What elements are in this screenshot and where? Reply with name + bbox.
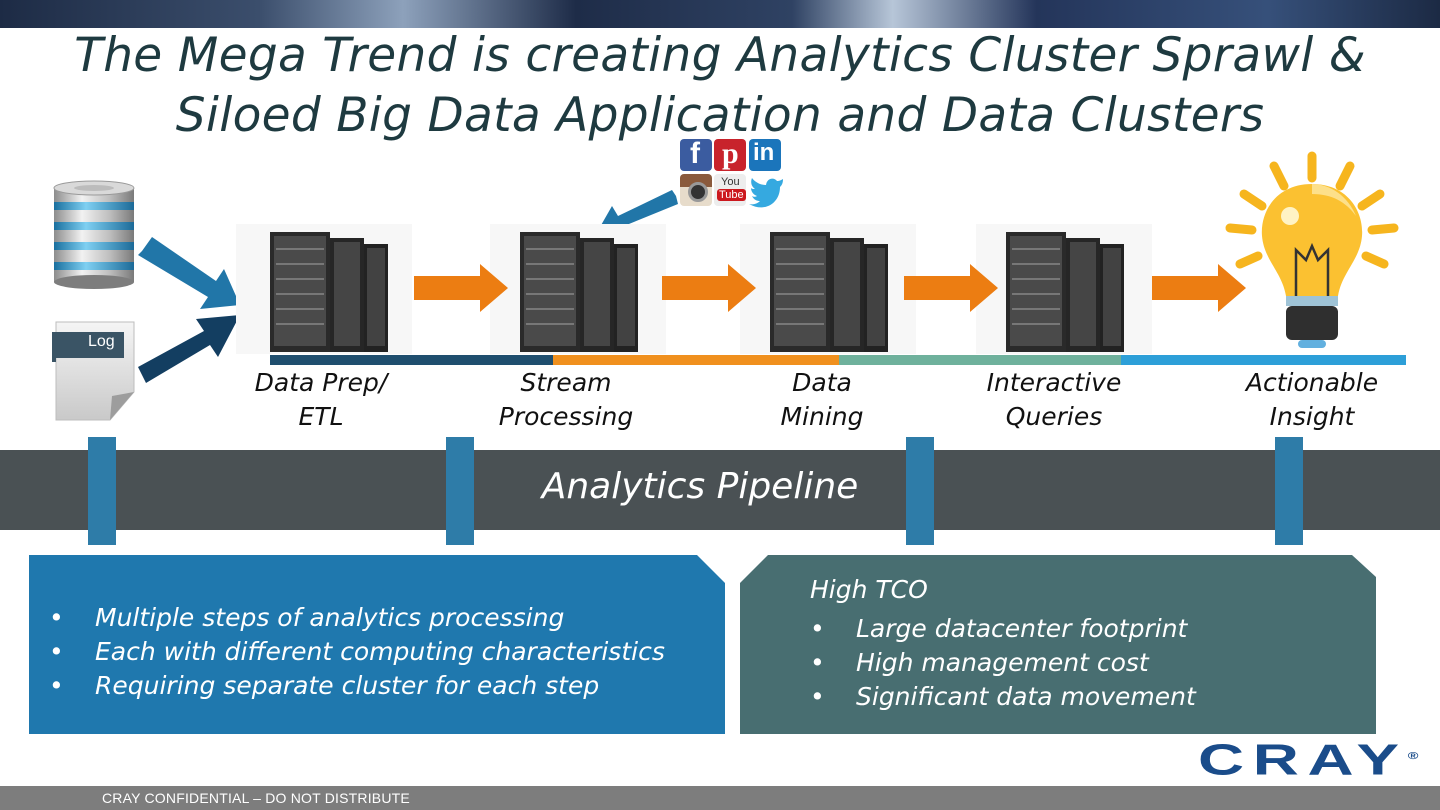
high-tco-item: • High management cost [810, 646, 1196, 680]
database-icon [53, 180, 135, 289]
footer-bar: CRAY CONFIDENTIAL – DO NOT DISTRIBUTE [0, 786, 1440, 810]
stream-to-mining-arrow [662, 264, 756, 312]
facebook-icon: f [680, 137, 712, 171]
pipeline-post-4 [1275, 437, 1303, 545]
stage-label-etl-line1: Data Prep/ [254, 368, 388, 397]
linkedin-icon: in [749, 139, 781, 171]
high-tco-text: Significant data movement [856, 682, 1196, 711]
bullet-dot: • [49, 671, 64, 700]
stage-label-insight-line2: Insight [1269, 402, 1355, 431]
title-line-1: The Mega Trend is creating Analytics Clu… [74, 28, 1366, 83]
stage-color-bar [270, 355, 1406, 365]
database-to-etl-arrow [138, 237, 240, 309]
stage-label-mining-line1: Data [792, 368, 852, 397]
analytics-steps-text: Requiring separate cluster for each step [95, 671, 600, 700]
confidential-notice: CRAY CONFIDENTIAL – DO NOT DISTRIBUTE [102, 790, 410, 806]
bullet-dot: • [810, 648, 825, 677]
analytics-pipeline-label: Analytics Pipeline [541, 466, 859, 507]
stage-label-mining-line2: Mining [780, 402, 864, 431]
etl-server-rack-icon [236, 224, 412, 354]
bullet-dot: • [810, 614, 825, 643]
header-banner [0, 0, 1440, 28]
high-tco-list: • Large datacenter footprint • High manage… [810, 612, 1196, 714]
analytics-steps-item: • Each with different computing character… [49, 635, 665, 669]
analytics-steps-text: Each with different computing characteri… [95, 637, 665, 666]
stage-label-insight-line1: Actionable [1245, 368, 1379, 397]
analytics-steps-item: • Requiring separate cluster for each ste… [49, 669, 665, 703]
stage-bar-etl [270, 355, 553, 365]
stage-label-stream: Stream Processing [476, 366, 656, 434]
stage-label-stream-line2: Processing [498, 402, 634, 431]
queries-to-insight-arrow [1152, 264, 1246, 312]
mining-server-rack-icon [740, 224, 916, 354]
youtube-text-bottom: Tube [717, 189, 746, 201]
analytics-steps-item: • Multiple steps of analytics processing [49, 601, 665, 635]
stage-label-etl-line2: ETL [298, 402, 344, 431]
high-tco-text: High management cost [856, 648, 1149, 677]
pinterest-icon: p [714, 137, 746, 171]
analytics-steps-text: Multiple steps of analytics processing [95, 603, 565, 632]
stage-label-etl: Data Prep/ ETL [236, 366, 406, 434]
stage-label-insight: Actionable Insight [1226, 366, 1398, 434]
twitter-icon [749, 178, 783, 208]
pipeline-post-1 [88, 437, 116, 545]
source-arrows [138, 237, 240, 383]
stage-label-queries: Interactive Queries [964, 366, 1144, 434]
youtube-text-top: You [721, 176, 740, 188]
high-tco-item: • Significant data movement [810, 680, 1196, 714]
queries-server-rack-icon [976, 224, 1152, 354]
etl-to-stream-arrow [414, 264, 508, 312]
stage-label-stream-line1: Stream [520, 368, 612, 397]
log-file-icon: Log [52, 318, 138, 424]
analytics-steps-panel: •Multiple steps of analytics processing … [29, 555, 725, 734]
stage-label-queries-line1: Interactive [986, 368, 1122, 397]
stage-bar-stream [553, 355, 839, 365]
cray-logo: CRAY® [1198, 735, 1418, 783]
lightbulb-icon [1225, 151, 1399, 348]
instagram-icon [680, 174, 712, 206]
bullet-dot: • [810, 682, 825, 711]
analytics-steps-list: •Multiple steps of analytics processing … [49, 601, 665, 703]
analytics-pipeline-band [0, 450, 1440, 530]
bullet-dot: • [49, 603, 64, 632]
bullet-dot: • [49, 637, 64, 666]
stream-server-rack-icon [490, 224, 666, 354]
high-tco-heading: High TCO [810, 575, 928, 604]
stage-label-queries-line2: Queries [1005, 402, 1103, 431]
pipeline-post-3 [906, 437, 934, 545]
high-tco-panel: High TCO • Large datacenter footprint • Hi… [740, 555, 1376, 734]
youtube-icon: You Tube [714, 174, 746, 206]
high-tco-item: • Large datacenter footprint [810, 612, 1196, 646]
log-label: Log [88, 333, 115, 350]
cray-logo-text: CRAY [1198, 735, 1408, 785]
mining-to-queries-arrow [904, 264, 998, 312]
stage-label-mining: Data Mining [752, 366, 892, 434]
pipeline-post-2 [446, 437, 474, 545]
stage-bar-mining [839, 355, 1121, 365]
registered-mark: ® [1407, 751, 1419, 762]
high-tco-text: Large datacenter footprint [856, 614, 1188, 643]
slide-title: The Mega Trend is creating Analytics Clu… [0, 26, 1440, 146]
stage-bar-queries [1121, 355, 1406, 365]
title-line-2: Siloed Big Data Application and Data Clu… [175, 88, 1265, 143]
log-to-etl-arrow [138, 315, 240, 383]
